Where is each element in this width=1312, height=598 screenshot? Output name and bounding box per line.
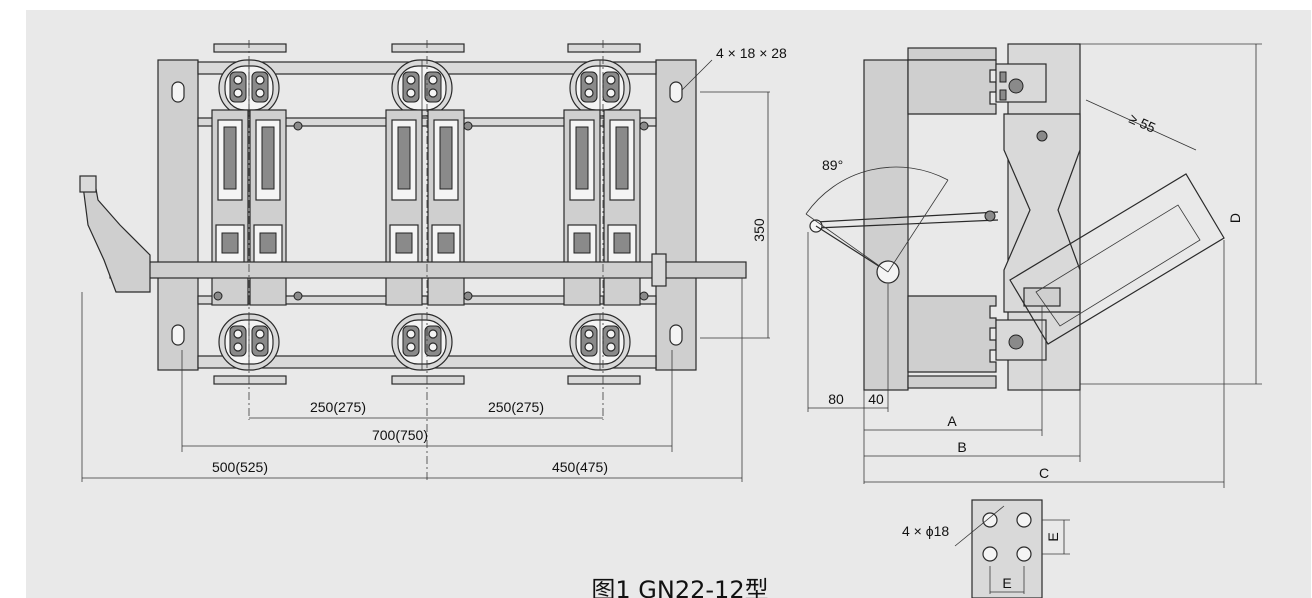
front-dimensions: 350 4 × 18 × 28 250(275) 250(275) 700(75… (81, 45, 787, 482)
pitch-right-label: 250(275) (488, 399, 544, 415)
operating-shaft (109, 261, 747, 279)
right-overall-label: 450(475) (552, 459, 608, 475)
dim-40-label: 40 (868, 391, 884, 407)
mount-hole (669, 81, 683, 103)
angle-label: 89° (822, 157, 843, 173)
upper-insulator (907, 47, 1047, 115)
side-dimensions: D 80 40 A B C (807, 43, 1262, 488)
left-mount-plate (157, 59, 199, 371)
dim-350-label: 350 (751, 218, 767, 242)
bottom-terminal-3 (569, 313, 631, 371)
switch-blade-closed (1003, 113, 1081, 313)
mount-hole (171, 81, 185, 103)
lower-insulator (907, 295, 1047, 389)
linkage-rod (815, 211, 999, 223)
dim-80-label: 80 (828, 391, 844, 407)
holes-note-label: 4 × ϕ18 (902, 523, 949, 539)
hole-pattern-detail: 4 × ϕ18 E E (902, 499, 1070, 598)
dim-e-vertical-label: E (1045, 532, 1061, 541)
front-view (79, 40, 747, 480)
side-view: 89° ≥ 55 (805, 43, 1225, 391)
bottom-terminal-2 (391, 313, 453, 371)
dim-a-label: A (947, 413, 957, 429)
pitch-left-label: 250(275) (310, 399, 366, 415)
mount-span-label: 700(750) (372, 427, 428, 443)
figure-caption: 图1 GN22-12型 (591, 576, 768, 598)
mount-hole (171, 324, 185, 346)
dim-b-label: B (957, 439, 966, 455)
angle-arc (805, 166, 949, 215)
top-terminal-3 (569, 59, 631, 117)
dim-c-label: C (1039, 465, 1049, 481)
hole-note: 4 × 18 × 28 (716, 45, 787, 61)
top-terminal-2 (391, 59, 453, 117)
mount-hole (669, 324, 683, 346)
left-overall-label: 500(525) (212, 459, 268, 475)
dim-e-horizontal-label: E (1002, 575, 1011, 591)
right-mount-plate (655, 59, 697, 371)
switch-blade-open (1009, 173, 1225, 345)
dim-d-label: D (1227, 213, 1243, 223)
